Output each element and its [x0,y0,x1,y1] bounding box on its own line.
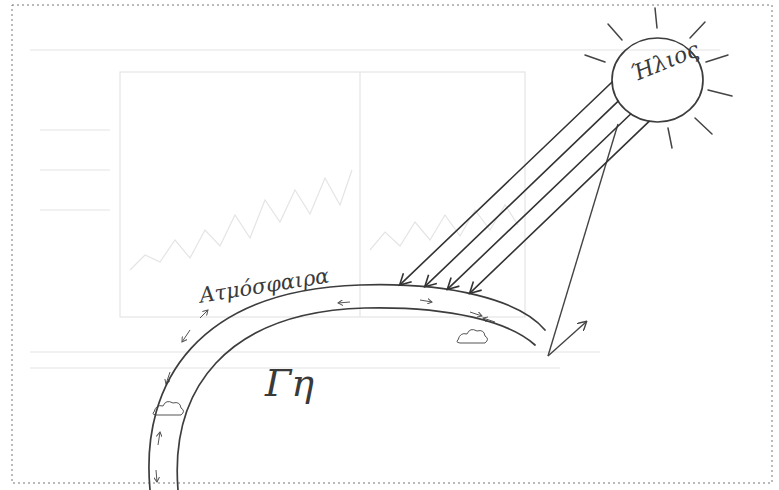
cloud-doodles [153,330,488,415]
dashed-frame [12,5,772,483]
sunlight-arrow [425,101,618,287]
atmosphere-band: ΑτμόσφαιραΓη [130,270,570,490]
atmosphere-band-shape [149,285,545,490]
earth-body-shape [177,308,535,490]
sun-rays [585,8,732,148]
sunlight-arrow [400,82,612,285]
sun-circle: Ήλιος [610,35,705,125]
sun-circle-label: Ήλιος [628,38,702,85]
earth-body-outline [170,306,550,490]
earth-body-label: Γη [265,364,314,402]
sunlight-arrow [447,114,630,289]
earth-body: Γη [170,306,550,490]
atmosphere-band-outline [130,270,570,490]
atmosphere-arrows [156,300,495,482]
sunlight-arrow [470,121,649,293]
sun-circle-shape [612,38,703,122]
